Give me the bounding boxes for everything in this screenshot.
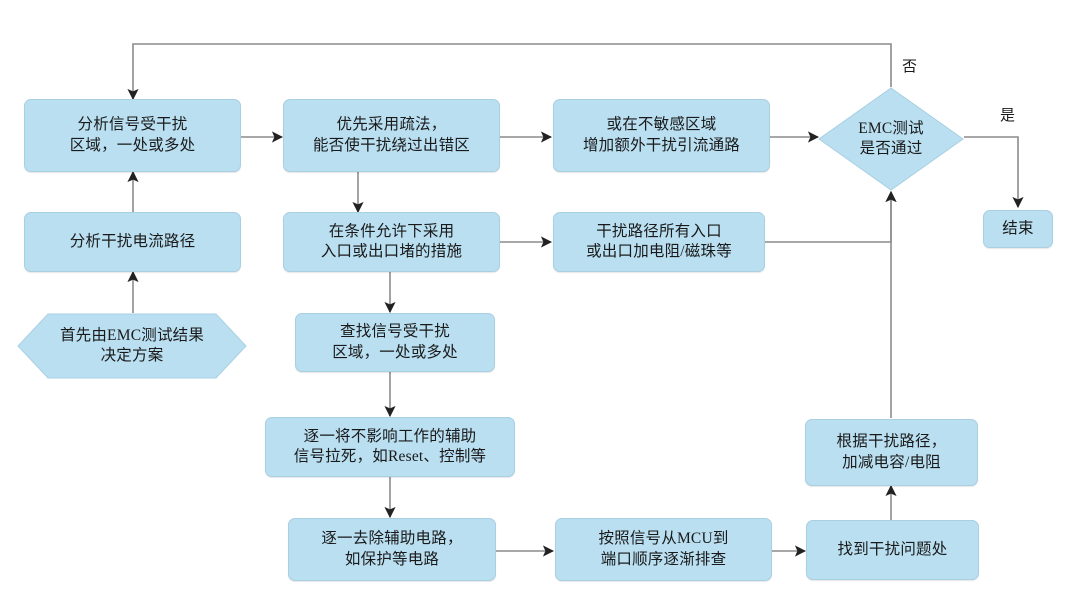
node-remove-aux-circuits-label: 逐一去除辅助电路， 如保护等电路 — [321, 530, 463, 568]
edge-label-yes: 是 — [1000, 108, 1016, 124]
node-add-resistor-bead-label: 干扰路径所有入口 或出口加电阻/磁珠等 — [586, 222, 732, 260]
node-extra-drain-path[interactable]: 或在不敏感区域 增加额外干扰引流通路 — [553, 99, 770, 172]
node-find-interfered-area-label: 查找信号受干扰 区域，一处或多处 — [332, 323, 458, 361]
node-extra-drain-path-label: 或在不敏感区域 增加额外干扰引流通路 — [582, 116, 740, 154]
node-add-resistor-bead[interactable]: 干扰路径所有入口 或出口加电阻/磁珠等 — [553, 212, 765, 272]
node-located-problem[interactable]: 找到干扰问题处 — [806, 520, 979, 580]
node-start-decide-plan[interactable]: 首先由EMC测试结果 决定方案 — [17, 313, 247, 379]
node-mcu-order-check-label: 按照信号从MCU到 端口顺序逐渐排查 — [598, 530, 729, 568]
node-kill-aux-signals[interactable]: 逐一将不影响工作的辅助 信号拉死，如Reset、控制等 — [265, 417, 515, 477]
node-find-interfered-area[interactable]: 查找信号受干扰 区域，一处或多处 — [295, 313, 495, 372]
node-block-entry-exit[interactable]: 在条件允许下采用 入口或出口堵的措施 — [283, 212, 500, 272]
node-start-decide-plan-label: 首先由EMC测试结果 决定方案 — [59, 326, 205, 364]
diamond-shape — [818, 87, 964, 191]
node-analyze-current-path[interactable]: 分析干扰电流路径 — [24, 212, 241, 272]
edge-label-no: 否 — [902, 59, 918, 75]
node-adjust-cap-resistor-label: 根据干扰路径， 加减电容/电阻 — [836, 433, 947, 471]
node-adjust-cap-resistor[interactable]: 根据干扰路径， 加减电容/电阻 — [805, 419, 978, 486]
hexagon-shape — [17, 313, 247, 379]
node-emc-test-decision-label: EMC测试 是否通过 — [858, 119, 924, 157]
node-emc-test-decision[interactable]: EMC测试 是否通过 — [818, 87, 964, 191]
node-end[interactable]: 结束 — [983, 210, 1053, 248]
node-located-problem-label: 找到干扰问题处 — [837, 540, 948, 558]
node-priority-bypass-label: 优先采用疏法， 能否使干扰绕过出错区 — [312, 116, 470, 154]
edge-resistor-to-decision — [765, 190, 897, 243]
edge-decision-no-loop — [127, 43, 892, 101]
node-end-label: 结束 — [1002, 219, 1034, 237]
node-priority-bypass[interactable]: 优先采用疏法， 能否使干扰绕过出错区 — [283, 99, 500, 172]
node-kill-aux-signals-label: 逐一将不影响工作的辅助 信号拉死，如Reset、控制等 — [293, 427, 487, 465]
node-remove-aux-circuits[interactable]: 逐一去除辅助电路， 如保护等电路 — [288, 518, 496, 581]
node-mcu-order-check[interactable]: 按照信号从MCU到 端口顺序逐渐排查 — [555, 518, 772, 581]
node-block-entry-exit-label: 在条件允许下采用 入口或出口堵的措施 — [320, 222, 463, 260]
node-analyze-current-path-label: 分析干扰电流路径 — [69, 232, 196, 250]
node-analyze-signal[interactable]: 分析信号受干扰 区域，一处或多处 — [24, 99, 241, 172]
node-analyze-signal-label: 分析信号受干扰 区域，一处或多处 — [69, 116, 196, 154]
edge-decision-yes — [964, 136, 1024, 209]
